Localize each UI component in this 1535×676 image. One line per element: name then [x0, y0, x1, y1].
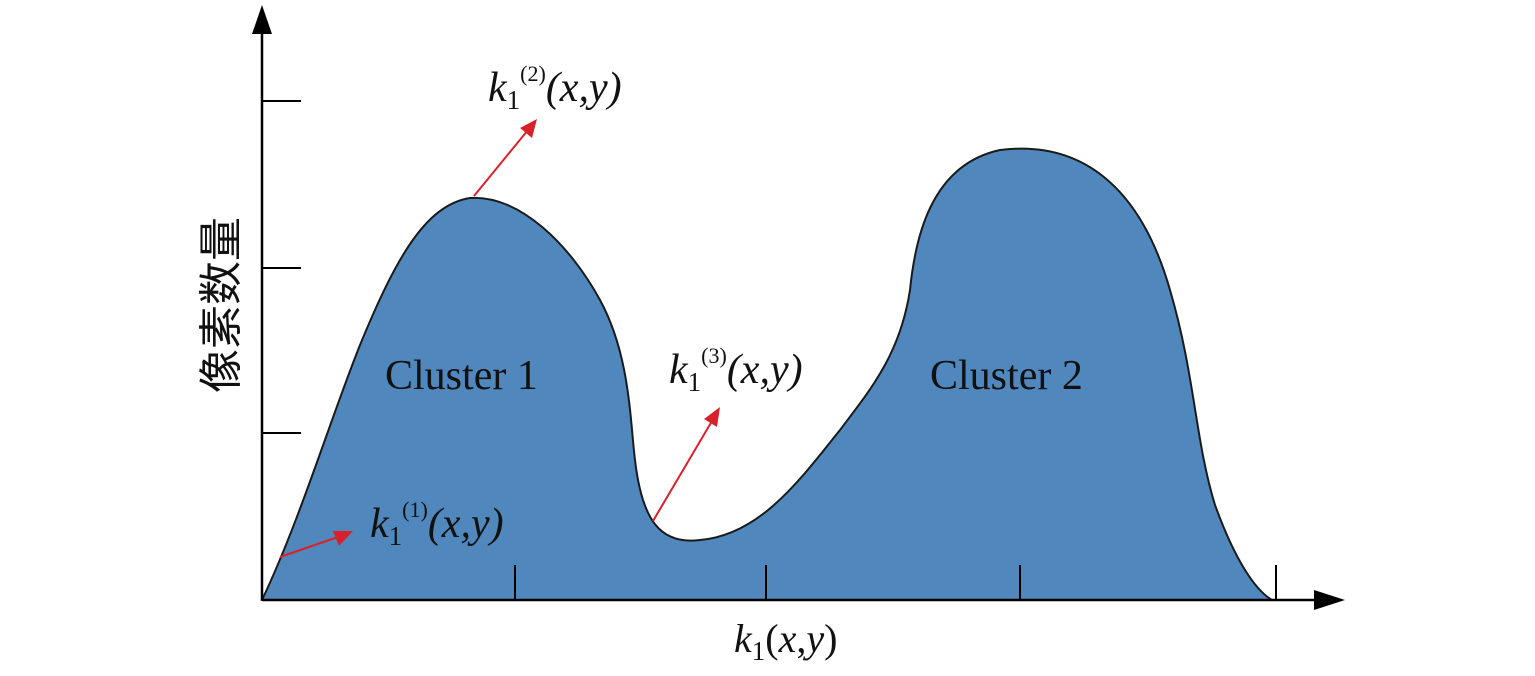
arrow-k1-1	[279, 531, 353, 558]
x-label-y: y	[802, 616, 824, 661]
annotation-k1-3: k1(3)(x,y)	[669, 343, 803, 397]
arrow-k1-3	[652, 407, 720, 522]
x-label-open: (	[765, 616, 778, 661]
x-label-close: )	[824, 616, 837, 661]
y-axis-arrowhead	[252, 5, 272, 34]
y-axis-label: 像素数量	[197, 217, 246, 393]
annotation-k1-1: k1(1)(x,y)	[370, 497, 504, 551]
x-axis-label: k1(x,y)	[734, 616, 837, 666]
x-label-k: k	[734, 616, 753, 661]
x-label-sub: 1	[752, 636, 766, 666]
arrow-k1-2	[473, 119, 537, 197]
x-label-x: x	[778, 616, 797, 661]
x-label-comma: ,	[796, 616, 806, 661]
cluster-1-label: Cluster 1	[385, 353, 538, 399]
cluster-2-label: Cluster 2	[930, 353, 1083, 399]
annotation-k1-2: k1(2)(x,y)	[488, 61, 622, 115]
distribution-area	[260, 147, 1276, 601]
x-axis-arrowhead	[1314, 590, 1345, 610]
